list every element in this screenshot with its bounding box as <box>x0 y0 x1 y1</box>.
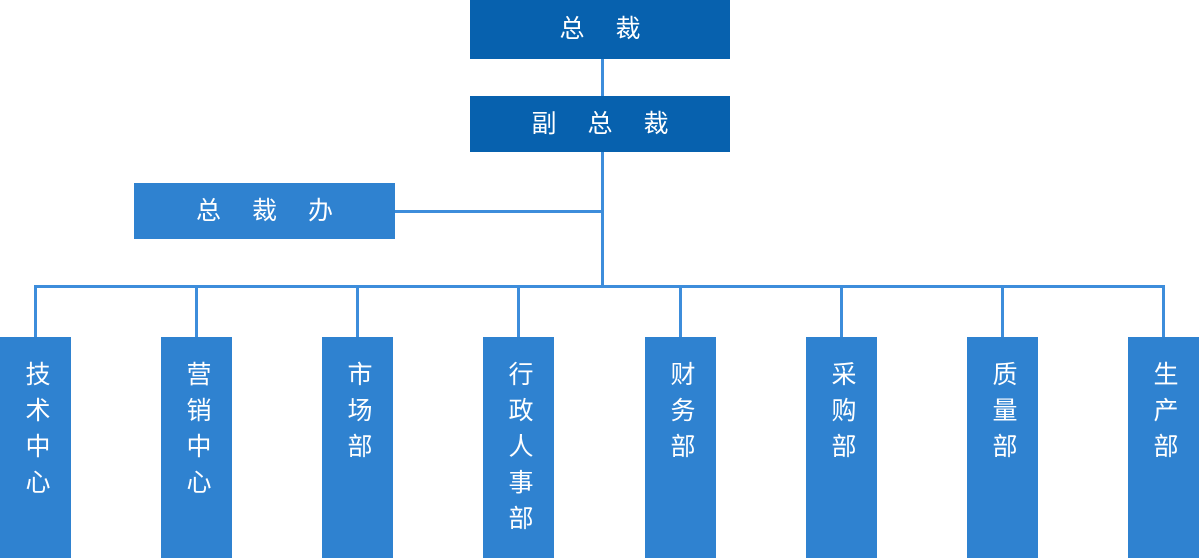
connector-presidents-office <box>395 210 604 213</box>
connector-drop-quality-department <box>1001 285 1004 337</box>
connector-drop-admin-hr-department <box>517 285 520 337</box>
node-finance-department-label: 财务部 <box>667 361 695 469</box>
node-vice-president-label: 副 总 裁 <box>531 109 681 138</box>
node-market-department-label: 市场部 <box>344 361 372 469</box>
connector-bus <box>34 285 1165 288</box>
node-marketing-center[interactable]: 营销中心 <box>161 337 232 558</box>
node-admin-hr-department[interactable]: 行政人事部 <box>483 337 554 558</box>
node-admin-hr-department-label: 行政人事部 <box>505 361 533 541</box>
node-procurement-department[interactable]: 采购部 <box>806 337 877 558</box>
node-quality-department[interactable]: 质量部 <box>967 337 1038 558</box>
connector-vp-spine <box>601 152 604 286</box>
node-president-label: 总 裁 <box>559 15 653 43</box>
connector-president-to-vp <box>601 59 604 96</box>
node-quality-department-label: 质量部 <box>989 361 1017 469</box>
node-technology-center-label: 技术中心 <box>22 361 50 505</box>
connector-drop-procurement-department <box>840 285 843 337</box>
node-production-department-label: 生产部 <box>1150 361 1178 469</box>
connector-drop-production-department <box>1162 285 1165 337</box>
connector-drop-market-department <box>356 285 359 337</box>
node-presidents-office[interactable]: 总 裁 办 <box>134 183 395 239</box>
node-marketing-center-label: 营销中心 <box>183 361 211 505</box>
node-technology-center[interactable]: 技术中心 <box>0 337 71 558</box>
node-production-department[interactable]: 生产部 <box>1128 337 1199 558</box>
node-market-department[interactable]: 市场部 <box>322 337 393 558</box>
node-procurement-department-label: 采购部 <box>828 361 856 469</box>
connector-drop-marketing-center <box>195 285 198 337</box>
node-vice-president[interactable]: 副 总 裁 <box>470 96 730 152</box>
connector-drop-technology-center <box>34 285 37 337</box>
node-finance-department[interactable]: 财务部 <box>645 337 716 558</box>
node-president[interactable]: 总 裁 <box>470 0 730 59</box>
connector-drop-finance-department <box>679 285 682 337</box>
node-presidents-office-label: 总 裁 办 <box>196 196 345 225</box>
